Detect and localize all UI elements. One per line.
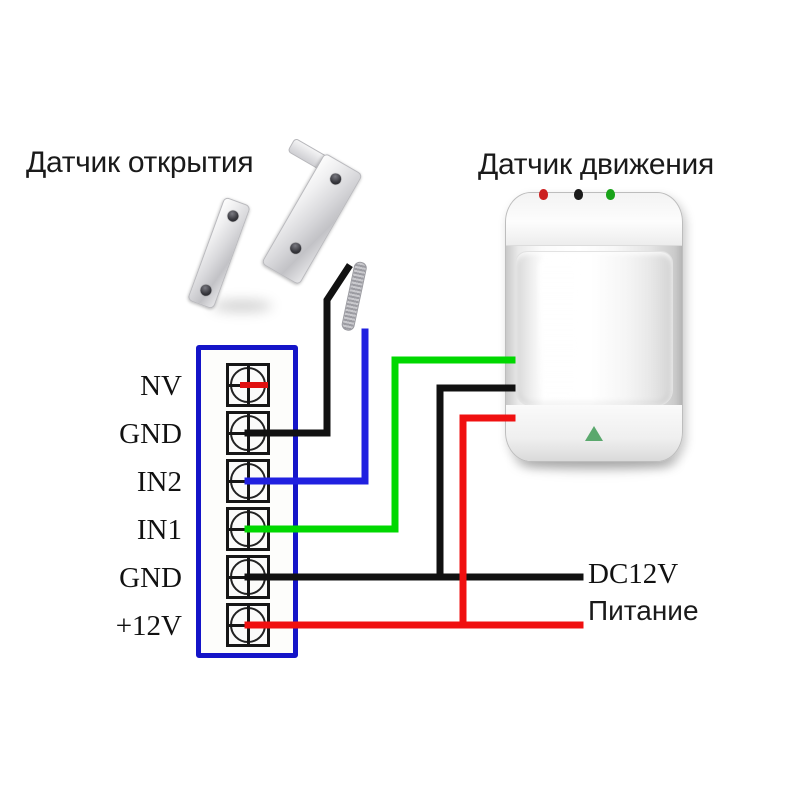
terminal-label-12v: +12V xyxy=(115,610,182,642)
terminal-label-in2: IN2 xyxy=(136,466,182,498)
door-sensor-cable-sheath xyxy=(340,260,368,332)
door-sensor-shadow xyxy=(212,300,272,312)
terminal-screw-in2[interactable] xyxy=(226,459,270,503)
terminal-label-gnd-1: GND xyxy=(119,418,182,450)
terminal-screw-12v[interactable] xyxy=(226,603,270,647)
wire-pir-red-to-12v xyxy=(459,414,516,629)
power-supply-label: Питание xyxy=(588,595,699,626)
terminal-label-in1: IN1 xyxy=(136,514,182,546)
red-led-dot-icon xyxy=(539,189,548,200)
terminal-screw-gnd-1[interactable] xyxy=(226,411,270,455)
motion-sensor-fresnel-lens xyxy=(515,251,673,406)
terminal-screw-in1[interactable] xyxy=(226,507,270,551)
door-sensor-title: Датчик открытия xyxy=(26,146,254,179)
terminal-screw-nv[interactable] xyxy=(226,363,270,407)
reed-screw-top-icon xyxy=(328,171,344,187)
wire-pir-black-to-gnd xyxy=(436,384,516,581)
motion-sensor-led-triangle-icon xyxy=(585,426,603,441)
black-led-dot-icon xyxy=(574,189,583,200)
motion-sensor-body xyxy=(505,192,683,462)
terminal-screw-gnd-2[interactable] xyxy=(226,555,270,599)
green-led-dot-icon xyxy=(606,189,615,200)
reed-screw-bottom-icon xyxy=(288,240,304,256)
magnet-screw-top-icon xyxy=(225,209,241,224)
door-sensor-reed-switch xyxy=(260,152,364,286)
terminal-label-gnd-2: GND xyxy=(119,562,182,594)
power-voltage-label: DC12V xyxy=(588,558,679,590)
door-sensor-magnet-bar xyxy=(187,196,251,310)
magnet-screw-bottom-icon xyxy=(198,283,214,298)
terminal-label-nv: NV xyxy=(140,370,182,402)
motion-sensor-top-band xyxy=(506,193,682,246)
motion-sensor-title: Датчик движения xyxy=(478,148,714,181)
